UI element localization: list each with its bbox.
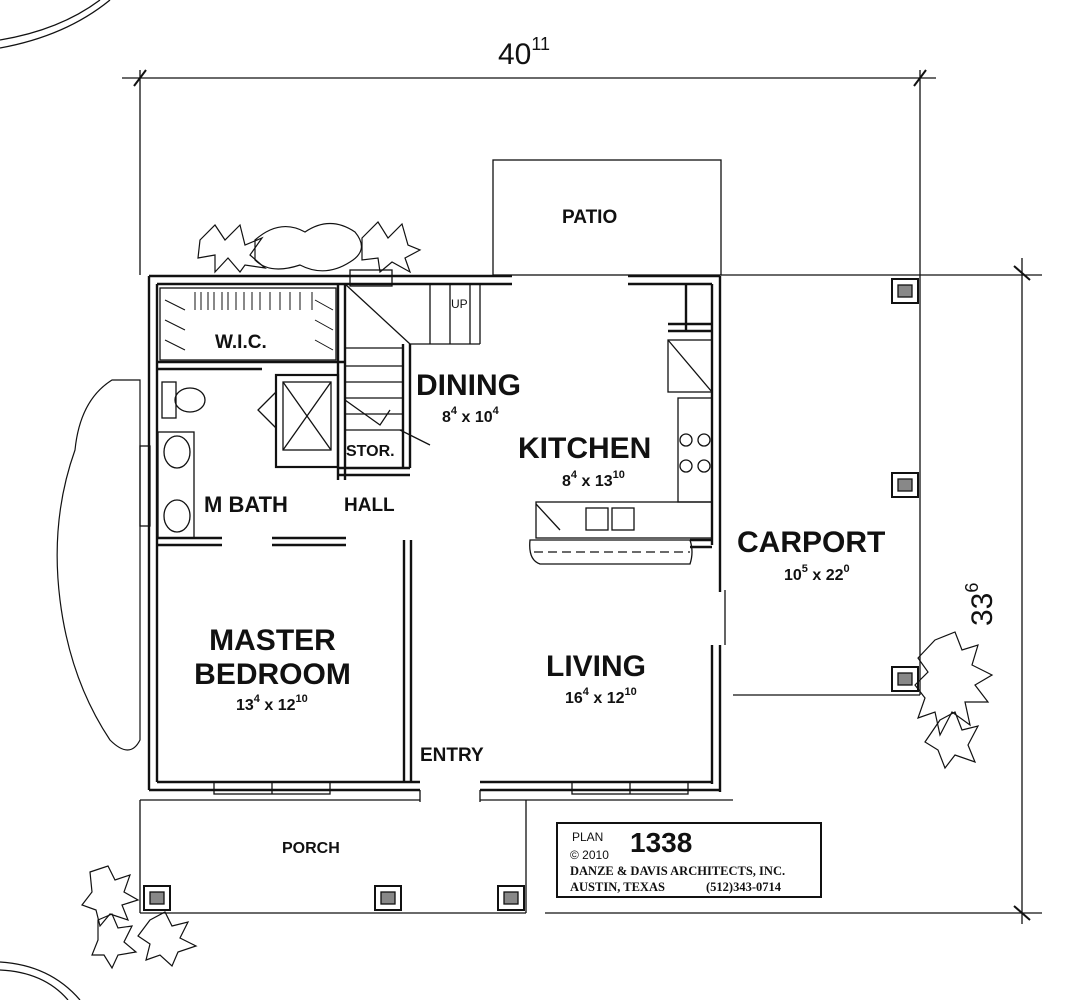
copyright-text: © 2010 — [570, 848, 609, 862]
room-dim-living: 164 x 1210 — [565, 687, 637, 707]
room-dim-master: 134 x 1210 — [236, 694, 308, 714]
living-dim-w: 16 — [565, 690, 583, 707]
master-name-line2: BEDROOM — [194, 658, 351, 691]
kitchen-dim-sep: x — [581, 473, 591, 490]
room-label-mbath: M BATH — [204, 492, 288, 517]
master-dim-h: 12 — [277, 697, 296, 714]
room-label-stor: STOR. — [346, 443, 395, 460]
room-dim-kitchen: 84 x 1310 — [562, 470, 625, 490]
carport-dim-w-sup: 5 — [801, 563, 808, 575]
room-label-kitchen: KITCHEN — [518, 432, 652, 465]
dining-dim-w: 8 — [442, 409, 451, 426]
plan-label: PLAN — [572, 830, 604, 844]
master-name-line1: MASTER — [209, 624, 336, 657]
dining-dim-h: 10 — [474, 409, 493, 426]
kitchen-dim-h: 13 — [594, 473, 613, 490]
room-label-entry: ENTRY — [420, 745, 484, 766]
overall-depth-main: 33 — [966, 592, 999, 626]
title-block: PLAN © 2010 1338 DANZE & DAVIS ARCHITECT… — [556, 822, 822, 898]
room-label-dining: DINING — [416, 369, 521, 402]
room-dim-dining: 84 x 104 — [442, 406, 499, 426]
firm-city: AUSTIN, TEXAS — [570, 880, 665, 894]
room-label-master-bedroom: MASTER BEDROOM — [180, 626, 365, 690]
dining-dim-w-sup: 4 — [450, 405, 458, 417]
plan-number: 1338 — [630, 827, 693, 858]
kitchen-dim-w-sup: 4 — [570, 469, 578, 481]
overall-depth-sup: 6 — [962, 582, 982, 593]
master-dim-w-sup: 4 — [253, 693, 260, 705]
carport-dim-h-sup: 0 — [843, 563, 850, 575]
living-dim-w-sup: 4 — [582, 686, 589, 698]
carport-dim-sep: x — [812, 567, 822, 584]
firm-phone: (512)343-0714 — [706, 880, 781, 894]
room-label-porch: PORCH — [282, 840, 340, 857]
living-dim-h: 12 — [606, 690, 625, 707]
living-dim-sep: x — [593, 690, 603, 707]
overall-width-sup: 11 — [531, 34, 551, 54]
carport-dim-h: 22 — [825, 567, 844, 584]
overall-depth-dimension: 336 — [962, 583, 999, 626]
dining-dim-sep: x — [461, 409, 471, 426]
kitchen-dim-h-sup: 10 — [612, 469, 625, 481]
room-label-patio: PATIO — [562, 207, 618, 228]
dining-dim-h-sup: 4 — [492, 405, 499, 417]
overall-width-main: 40 — [498, 38, 532, 71]
room-label-wic: W.I.C. — [215, 332, 267, 353]
room-label-hall: HALL — [344, 495, 395, 516]
firm-name: DANZE & DAVIS ARCHITECTS, INC. — [570, 864, 786, 878]
kitchen-dim-w: 8 — [562, 473, 571, 490]
room-label-living: LIVING — [546, 650, 647, 683]
living-dim-h-sup: 10 — [624, 686, 637, 698]
carport-dim-w: 10 — [784, 567, 802, 584]
master-dim-sep: x — [264, 697, 274, 714]
overall-width-dimension: 4011 — [498, 35, 550, 71]
stair-up-label: UP — [451, 297, 468, 311]
master-dim-w: 13 — [236, 697, 254, 714]
master-dim-h-sup: 10 — [295, 693, 308, 705]
room-dim-carport: 105 x 220 — [784, 564, 850, 584]
room-label-carport: CARPORT — [737, 526, 886, 559]
